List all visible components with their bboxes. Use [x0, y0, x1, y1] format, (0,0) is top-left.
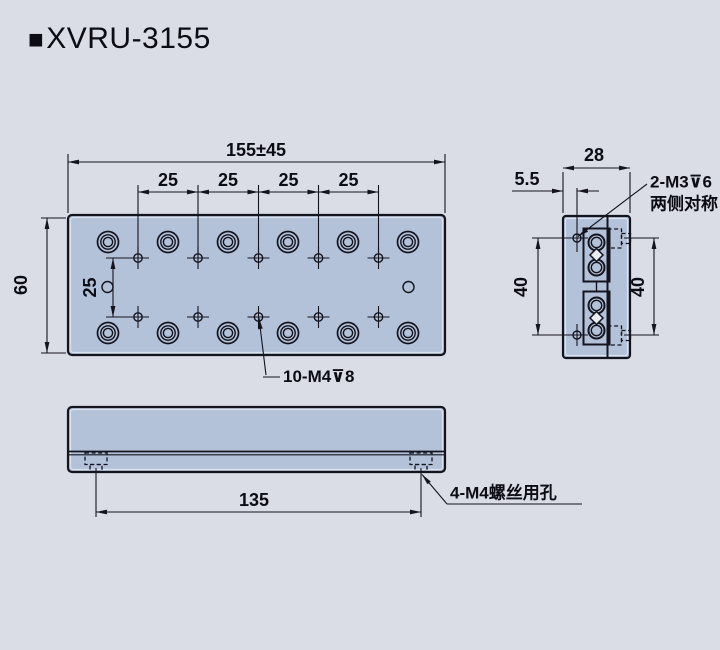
dim-row-spacing: 25: [80, 257, 137, 318]
m3-hole: [572, 330, 582, 340]
callout-label-symmetric: 两侧对称: [650, 193, 718, 213]
front-view: 135 4-M4螺丝用孔: [66, 405, 582, 517]
carriage-blocks: [582, 227, 611, 346]
callout-tapped-holes: 10-M4⊽8: [258, 317, 354, 386]
dim-hole-spacing-right: 40: [624, 237, 659, 336]
dim-label-5-5: 5.5: [514, 169, 539, 189]
m3-hole: [572, 233, 582, 243]
pin-hole: [402, 280, 415, 294]
dim-label-40-left: 40: [511, 277, 531, 297]
hidden-screw-holes: [84, 452, 433, 473]
dim-label-25: 25: [278, 170, 298, 190]
dim-label-60: 60: [11, 275, 31, 295]
dim-label-155: 155±45: [226, 140, 286, 160]
carriage-block: [582, 290, 611, 346]
dim-label-40-right: 40: [628, 277, 648, 297]
dim-label-25: 25: [158, 170, 178, 190]
block-diamond: [588, 310, 605, 326]
dim-depth: 28: [562, 145, 631, 213]
dim-label-25: 25: [218, 170, 238, 190]
dim-label-25-vert: 25: [80, 277, 100, 297]
top-view-plate: [66, 213, 447, 357]
callout-label-10-M4: 10-M4⊽8: [283, 367, 354, 386]
dim-height-total: 60: [11, 217, 66, 354]
callout-label-4-M4: 4-M4螺丝用孔: [450, 482, 557, 502]
plate-edge-highlight: [69, 408, 444, 471]
front-view-plate: [66, 405, 447, 474]
drawing-title: ■ XVRU-3155: [28, 22, 211, 56]
dim-width-total: 155±45: [67, 140, 446, 213]
callout-screw-holes: 4-M4螺丝用孔: [421, 474, 582, 505]
dim-mount-span: 135: [95, 468, 422, 517]
callout-label-2-M3: 2-M3⊽6: [650, 172, 712, 191]
dim-label-135: 135: [239, 490, 269, 510]
plate-edge-highlight: [69, 216, 444, 354]
title-text: XVRU-3155: [46, 22, 211, 55]
dim-label-28: 28: [584, 145, 604, 165]
dim-label-25: 25: [338, 170, 358, 190]
dim-hole-pitch: 25 25 25 25: [137, 170, 380, 254]
top-view: 155±45 25 25 25 25: [11, 140, 447, 386]
callout-m3-holes: 2-M3⊽6 两侧对称: [577, 172, 718, 237]
block-diamond: [588, 247, 605, 263]
plate-edge-highlight: [564, 217, 629, 357]
title-bullet-icon: ■: [28, 24, 45, 54]
dim-hole-spacing-left: 40: [511, 237, 570, 336]
side-view: 28 5.5 40: [511, 145, 718, 360]
dim-edge-offset: 5.5: [512, 169, 599, 194]
